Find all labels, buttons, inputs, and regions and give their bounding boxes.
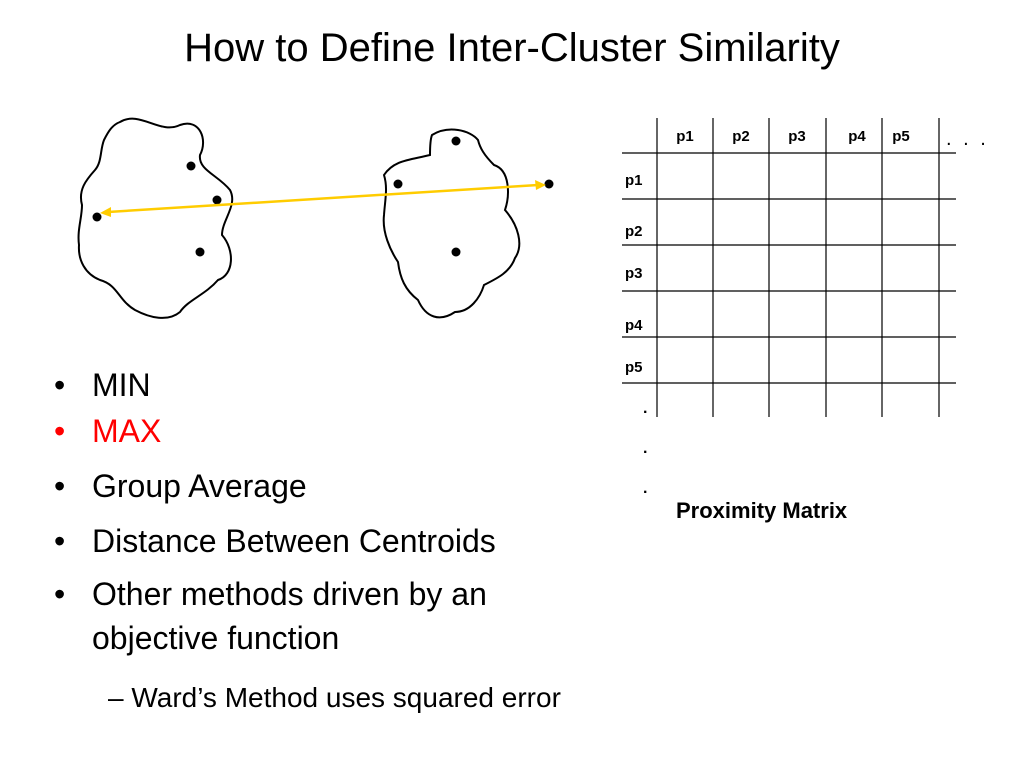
matrix-continuation-vertical: . xyxy=(643,440,648,457)
bullet-dot: • xyxy=(54,367,66,403)
matrix-col-label: p2 xyxy=(732,128,750,145)
sub-bullet: – Ward’s Method uses squared error xyxy=(108,682,561,713)
matrix-caption: Proximity Matrix xyxy=(676,498,848,523)
max-distance-arrow xyxy=(100,180,546,217)
method-label: MAX xyxy=(92,413,162,449)
bullet-dot: • xyxy=(54,576,66,612)
method-item-centroids: • Distance Between Centroids xyxy=(52,518,672,564)
slide-title: How to Define Inter-Cluster Similarity xyxy=(184,26,840,70)
matrix-col-label: p5 xyxy=(892,128,910,145)
matrix-continuation-vertical: . xyxy=(643,480,648,497)
data-point xyxy=(195,247,205,257)
cluster-left-outline xyxy=(77,117,234,319)
arrowhead-left xyxy=(100,207,111,217)
matrix-row-label: p2 xyxy=(625,223,643,240)
data-point xyxy=(393,179,403,189)
arrowhead-right xyxy=(535,180,546,190)
matrix-row-label: p5 xyxy=(625,359,643,376)
matrix-row-label: p4 xyxy=(625,317,643,334)
data-point xyxy=(451,136,461,146)
cluster-left-points xyxy=(92,161,222,257)
bullet-dot: • xyxy=(54,523,66,559)
method-label: MIN xyxy=(92,367,151,403)
method-label: Group Average xyxy=(92,468,307,504)
data-point xyxy=(186,161,196,171)
matrix-col-label: p3 xyxy=(788,128,806,145)
matrix-continuation-vertical: . xyxy=(643,400,648,417)
method-item-min: • MIN xyxy=(52,362,672,408)
method-label: Other methods driven by an objective fun… xyxy=(92,576,487,656)
bullet-dot: • xyxy=(54,468,66,504)
proximity-matrix-grid xyxy=(622,118,956,417)
method-list: • MIN • MAX • Group Average • Distance Betwe… xyxy=(52,362,672,660)
method-label: Distance Between Centroids xyxy=(92,523,496,559)
method-item-max: • MAX xyxy=(52,408,672,454)
matrix-row-label: p3 xyxy=(625,265,643,282)
matrix-row-label: p1 xyxy=(625,172,643,189)
cluster-diagram xyxy=(77,117,554,319)
method-item-group-average: • Group Average xyxy=(52,463,672,509)
cluster-right-outline xyxy=(382,128,521,319)
matrix-col-label: p1 xyxy=(676,128,694,145)
cluster-right-points xyxy=(393,136,554,257)
method-item-objective: • Other methods driven by an objective fu… xyxy=(52,572,612,660)
data-point xyxy=(212,195,222,205)
sub-bullet-text: Ward’s Method uses squared error xyxy=(131,682,561,713)
data-point xyxy=(544,179,554,189)
data-point xyxy=(92,212,102,222)
bullet-dot: • xyxy=(54,413,66,449)
matrix-col-label: p4 xyxy=(848,128,866,145)
data-point xyxy=(451,247,461,257)
matrix-continuation-horizontal: . . . xyxy=(946,128,989,150)
